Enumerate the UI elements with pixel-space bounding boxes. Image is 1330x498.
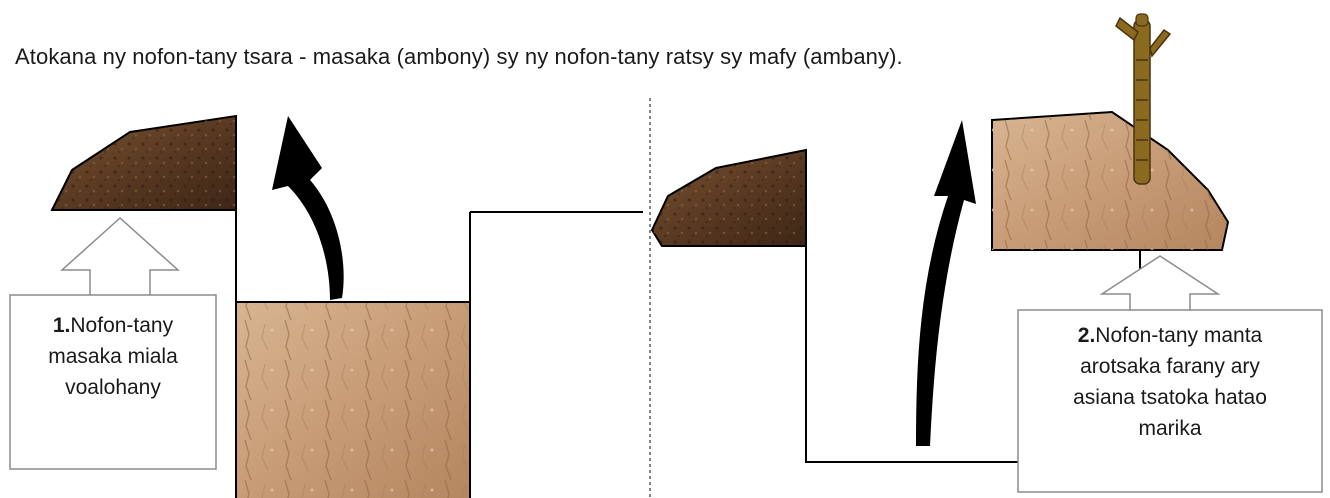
callout-text-right: 2.Nofon-tany manta arotsaka farany ary a…	[1018, 320, 1322, 444]
subsoil-block-left	[235, 301, 471, 498]
topsoil-heap-left	[50, 114, 237, 211]
label-number-left: 1.	[52, 314, 71, 337]
curved-arrow-up-left	[272, 116, 344, 300]
label-line-right-4: marika	[1138, 417, 1202, 440]
caption: Atokana ny nofon-tany tsara - masaka (am…	[15, 44, 903, 69]
callout-pointer-right	[1099, 255, 1221, 313]
label-line-right-3: asiana tsatoka hatao	[1073, 386, 1267, 409]
label-line-right-2: arotsaka farany ary	[1080, 355, 1260, 378]
label-line-left-3: voalohany	[65, 376, 161, 399]
callout-pointer-left	[60, 216, 180, 297]
curved-arrow-up-right	[916, 120, 976, 446]
subsoil-heap-right	[991, 110, 1230, 251]
callout-box-left	[9, 294, 217, 470]
label-line-left-1: Nofon-tany	[70, 314, 174, 337]
label-line-left-2: masaka miala	[48, 345, 178, 368]
callout-box-right	[1017, 309, 1323, 493]
stake-marker-icon	[1115, 13, 1172, 185]
label-number-right: 2.	[1077, 324, 1096, 347]
label-line-right-1: Nofon-tany manta	[1095, 324, 1263, 347]
topsoil-heap-right	[650, 148, 807, 247]
callout-text-left: 1.Nofon-tany masaka miala voalohany	[10, 310, 216, 403]
